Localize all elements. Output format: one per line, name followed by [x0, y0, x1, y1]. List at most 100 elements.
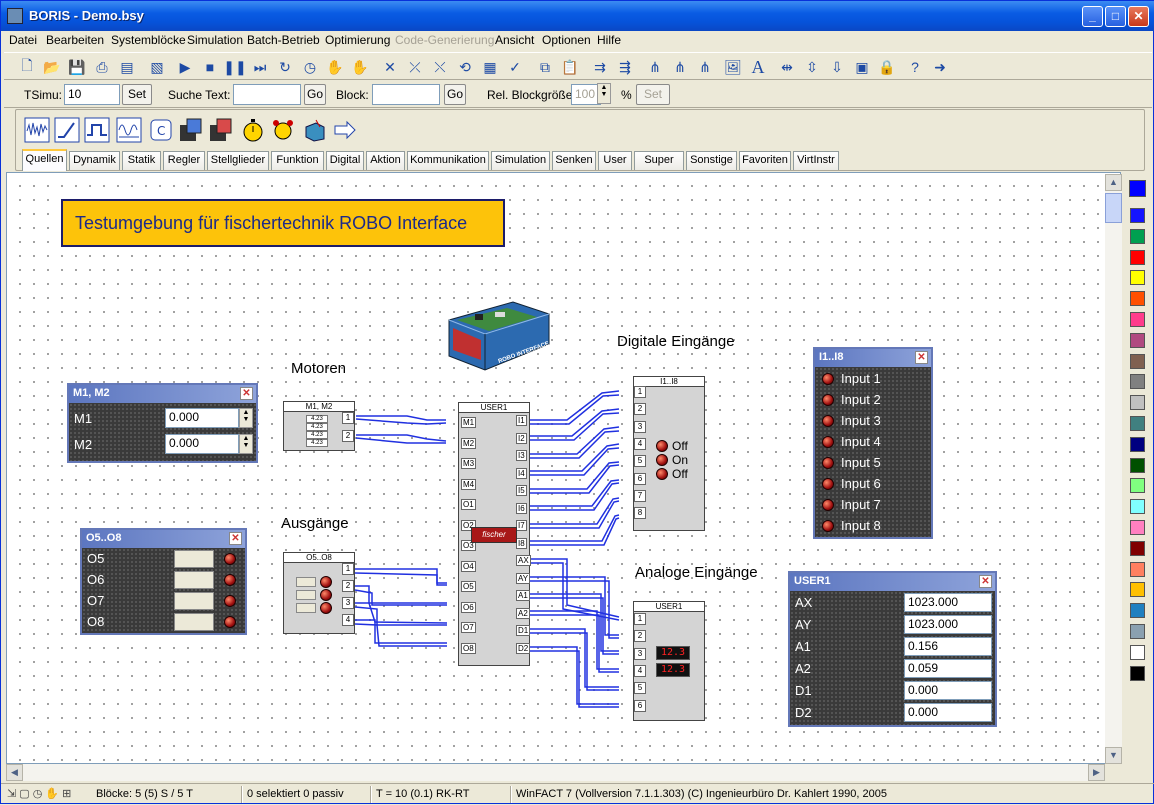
input-panel-title[interactable]: I1..I8✕: [815, 349, 931, 367]
user1-input-port[interactable]: O2: [461, 519, 476, 531]
tab-stellglieder[interactable]: Stellglieder: [207, 151, 269, 170]
wire-icon-2[interactable]: ⋔: [674, 58, 686, 75]
user1-row-value[interactable]: 0.000: [904, 703, 992, 722]
title-bar[interactable]: BORIS - Demo.bsy _ □ ✕: [1, 1, 1154, 31]
analog-port[interactable]: 5: [634, 682, 646, 695]
color-swatch[interactable]: [1130, 561, 1145, 577]
input-panel-close-icon[interactable]: ✕: [915, 351, 928, 364]
menu-optimierung[interactable]: Optimierung: [325, 33, 391, 47]
save-icon[interactable]: 💾: [68, 58, 86, 75]
output-row-1-button[interactable]: [174, 550, 214, 568]
motor-row-1-spinner[interactable]: ▲▼: [239, 408, 253, 428]
search-input[interactable]: [233, 84, 301, 105]
tsimu-set-button[interactable]: Set: [122, 84, 152, 105]
analog-port[interactable]: 6: [634, 699, 646, 712]
color-swatch[interactable]: [1130, 499, 1145, 515]
motor-port-2[interactable]: 2: [342, 430, 354, 442]
vertical-scrollbar[interactable]: ▲ ▼: [1105, 174, 1122, 764]
menu-code-generierung[interactable]: Code-Generierung: [395, 33, 495, 47]
menu-optionen[interactable]: Optionen: [542, 33, 591, 47]
menu-bearbeiten[interactable]: Bearbeiten: [46, 33, 105, 47]
menu-systembloecke[interactable]: Systemblöcke: [111, 33, 186, 47]
menu-hilfe[interactable]: Hilfe: [597, 33, 622, 47]
block-input[interactable]: [372, 84, 440, 105]
motor-row-1-value[interactable]: 0.000: [165, 408, 239, 428]
color-swatch[interactable]: [1130, 416, 1145, 431]
analog-port[interactable]: 4: [634, 664, 646, 677]
output-panel-close-icon[interactable]: ✕: [229, 532, 242, 545]
3d-block-icon[interactable]: [302, 117, 328, 143]
user1-input-port[interactable]: O1: [461, 499, 476, 510]
spellcheck-icon[interactable]: ✓: [509, 58, 521, 75]
clock-icon[interactable]: ◷: [303, 58, 317, 75]
title-banner[interactable]: Testumgebung für fischertechnik ROBO Int…: [61, 199, 505, 247]
user1-input-port[interactable]: O8: [461, 642, 476, 654]
tab-virtinstr[interactable]: VirtInstr: [793, 151, 839, 170]
user1-input-port[interactable]: M1: [461, 417, 477, 428]
color-swatch[interactable]: [1130, 520, 1145, 535]
grid-icon[interactable]: ▧: [150, 58, 164, 75]
menu-datei[interactable]: Datei: [9, 33, 38, 47]
user1-output-port[interactable]: D1: [516, 625, 531, 636]
align-icon-2[interactable]: ⇳: [806, 58, 818, 75]
user1-output-port[interactable]: A2: [516, 607, 530, 619]
output-panel[interactable]: O5..O8✕ O5 O6 O7 O8: [80, 528, 247, 635]
output-block-switch-2[interactable]: [296, 590, 316, 600]
relsize-spinner[interactable]: ▲▼: [597, 83, 611, 104]
tab-digital[interactable]: Digital: [326, 151, 364, 170]
robo-interface-image[interactable]: ROBO INTERFACE: [445, 298, 551, 378]
image-icon[interactable]: 🖼: [724, 58, 742, 75]
tab-simulation[interactable]: Simulation: [491, 151, 550, 170]
scroll-left-icon[interactable]: ◀: [6, 764, 23, 781]
tab-user[interactable]: User: [598, 151, 632, 170]
color-swatch[interactable]: [1130, 374, 1145, 390]
tab-super[interactable]: Super: [634, 151, 684, 170]
signal-generator-icon[interactable]: [116, 117, 142, 143]
user1-input-port[interactable]: O5: [461, 581, 476, 592]
user1-output-port[interactable]: I5: [516, 485, 527, 496]
noise-source-icon[interactable]: [24, 117, 50, 143]
analog-port[interactable]: 3: [634, 647, 646, 660]
text-icon[interactable]: A: [751, 56, 765, 77]
user1-input-port[interactable]: O4: [461, 560, 476, 572]
output-block[interactable]: O5..O8 1 2 3 4: [283, 552, 355, 634]
user1-input-port[interactable]: M4: [461, 478, 477, 490]
minimize-button[interactable]: _: [1082, 6, 1103, 27]
user1-row-value[interactable]: 0.156: [904, 637, 992, 656]
user1-output-port[interactable]: I2: [516, 432, 527, 444]
help-icon[interactable]: ?: [911, 59, 919, 75]
user1-panel-close-icon[interactable]: ✕: [979, 575, 992, 588]
output-port-3[interactable]: 3: [342, 597, 354, 609]
color-swatch[interactable]: [1130, 353, 1145, 369]
digital-port[interactable]: 2: [634, 403, 646, 416]
user1-output-port[interactable]: I3: [516, 450, 527, 461]
hand-red-icon[interactable]: ✋: [351, 58, 369, 75]
alarm-clock-icon[interactable]: [270, 117, 296, 143]
align-icon-3[interactable]: ⇩: [831, 58, 843, 75]
color-swatch[interactable]: [1130, 270, 1145, 286]
cut-block-icon[interactable]: ⤬: [434, 58, 446, 75]
motor-panel-title[interactable]: M1, M2✕: [69, 385, 256, 403]
motor-panel-close-icon[interactable]: ✕: [240, 387, 253, 400]
user1-output-port[interactable]: I4: [516, 467, 527, 479]
digital-port[interactable]: 1: [634, 386, 646, 398]
analoge-eingaenge-label[interactable]: Analoge Eingänge: [635, 564, 758, 581]
block-go-button[interactable]: Go: [444, 84, 466, 105]
digital-port[interactable]: 8: [634, 507, 646, 520]
output-row-3-button[interactable]: [174, 592, 214, 610]
color-swatch[interactable]: [1130, 478, 1145, 494]
open-folder-icon[interactable]: 📂: [43, 58, 61, 75]
digital-port[interactable]: 5: [634, 455, 646, 468]
color-swatch[interactable]: [1130, 603, 1145, 619]
color-swatch[interactable]: [1130, 624, 1145, 639]
output-port-2[interactable]: 2: [342, 580, 354, 592]
user1-row-value[interactable]: 0.059: [904, 659, 992, 678]
menu-simulation[interactable]: Simulation: [187, 33, 244, 47]
step-icon[interactable]: ⏭: [253, 58, 267, 75]
user1-output-port[interactable]: I8: [516, 537, 527, 549]
motor-row-2-spinner[interactable]: ▲▼: [239, 434, 253, 454]
tab-aktion[interactable]: Aktion: [366, 151, 405, 170]
user1-output-port[interactable]: I1: [516, 415, 527, 426]
motor-panel[interactable]: M1, M2✕ M1 0.000 ▲▼ M2 0.000 ▲▼: [67, 383, 258, 463]
